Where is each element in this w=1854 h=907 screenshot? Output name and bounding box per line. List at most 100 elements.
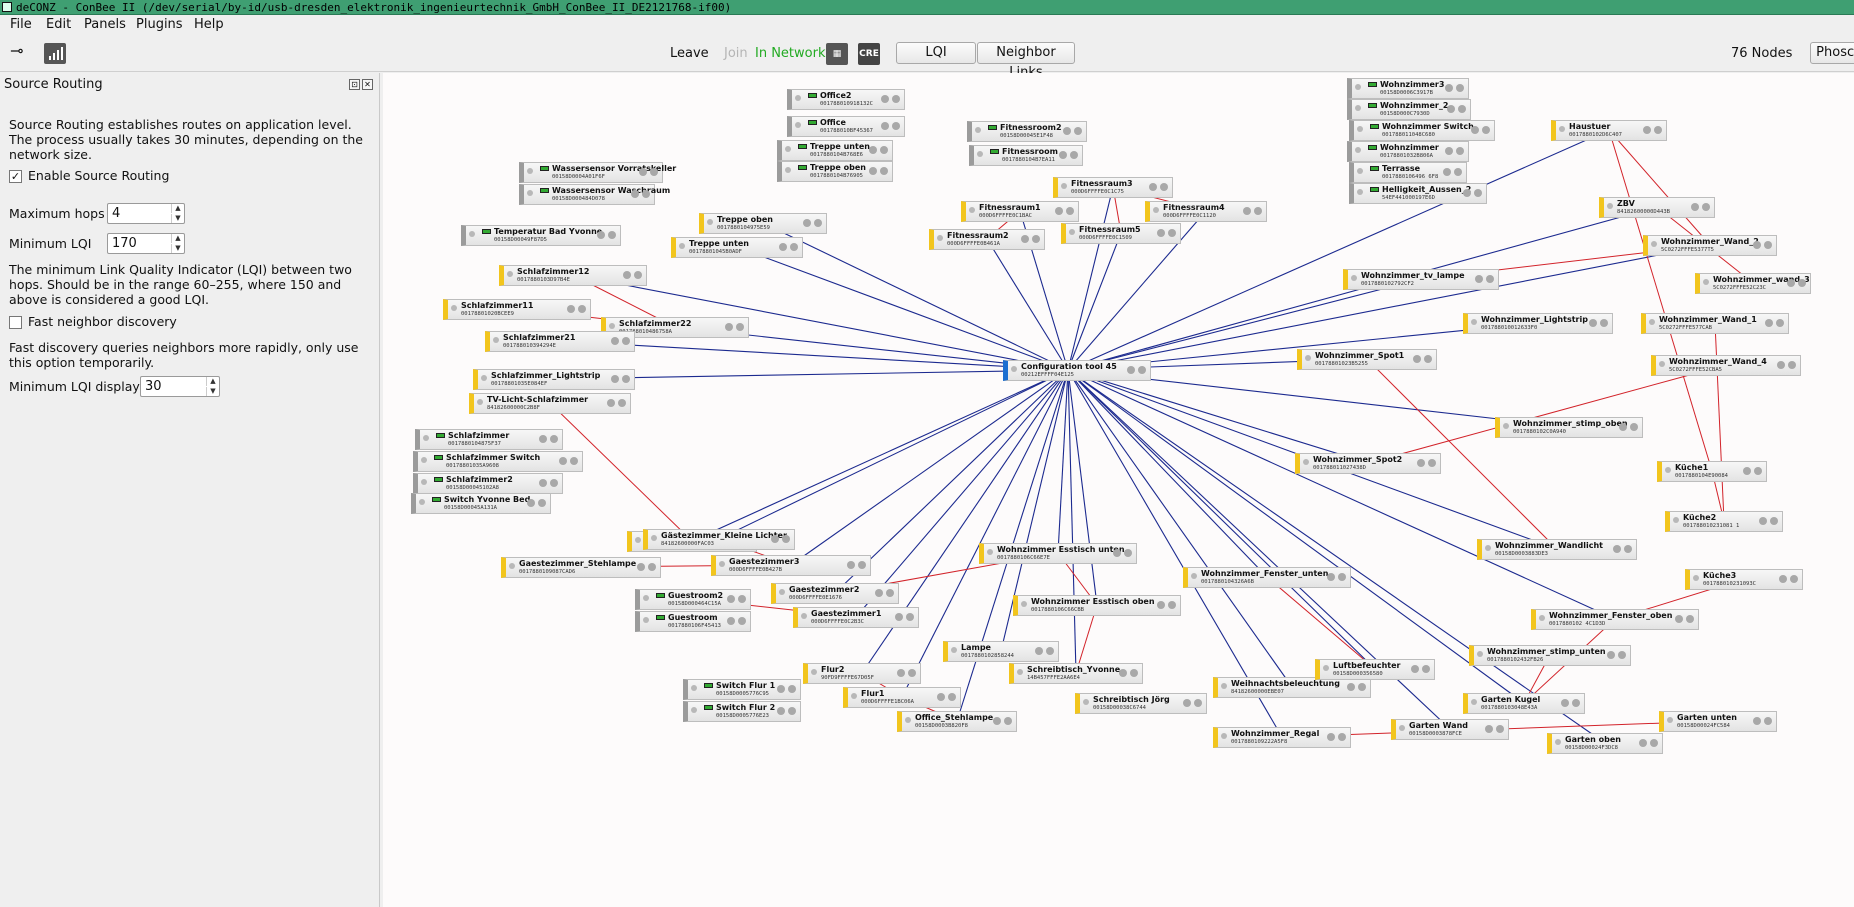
port-icon[interactable] [1445, 84, 1453, 92]
port-icon[interactable] [881, 122, 889, 130]
port-icon[interactable] [1759, 517, 1767, 525]
port-icon[interactable] [895, 613, 903, 621]
port-icon[interactable] [623, 271, 631, 279]
port-icon[interactable] [1066, 207, 1074, 215]
port-icon[interactable] [1619, 423, 1627, 431]
port-icon[interactable] [1765, 319, 1773, 327]
port-icon[interactable] [1764, 717, 1772, 725]
port-icon[interactable] [1443, 168, 1451, 176]
port-icon[interactable] [782, 535, 790, 543]
port-icon[interactable] [1411, 665, 1419, 673]
port-icon[interactable] [1643, 126, 1651, 134]
port-icon[interactable] [1119, 669, 1127, 677]
port-icon[interactable] [777, 685, 785, 693]
port-icon[interactable] [777, 707, 785, 715]
port-icon[interactable] [622, 337, 630, 345]
port-icon[interactable] [738, 617, 746, 625]
menu-file[interactable]: File [10, 17, 32, 32]
port-icon[interactable] [1243, 207, 1251, 215]
port-icon[interactable] [886, 589, 894, 597]
port-icon[interactable] [1675, 615, 1683, 623]
port-icon[interactable] [550, 479, 558, 487]
port-icon[interactable] [1776, 319, 1784, 327]
port-icon[interactable] [858, 561, 866, 569]
port-icon[interactable] [1691, 203, 1699, 211]
port-icon[interactable] [869, 167, 877, 175]
port-icon[interactable] [1779, 575, 1787, 583]
port-icon[interactable] [1482, 126, 1490, 134]
port-icon[interactable] [803, 219, 811, 227]
port-icon[interactable] [1035, 647, 1043, 655]
port-icon[interactable] [1445, 147, 1453, 155]
spin-up-icon[interactable]: ▲ [171, 204, 184, 213]
port-icon[interactable] [1613, 545, 1621, 553]
port-icon[interactable] [578, 305, 586, 313]
port-icon[interactable] [1454, 168, 1462, 176]
signal-strength-icon[interactable] [44, 43, 66, 64]
port-icon[interactable] [788, 685, 796, 693]
port-icon[interactable] [1338, 573, 1346, 581]
port-icon[interactable] [1463, 189, 1471, 197]
window-menu-icon[interactable] [2, 2, 12, 12]
port-icon[interactable] [727, 595, 735, 603]
port-icon[interactable] [1168, 229, 1176, 237]
min-lqi-spinbox[interactable]: 170 ▲ ▼ [107, 233, 185, 254]
port-icon[interactable] [539, 479, 547, 487]
port-icon[interactable] [771, 535, 779, 543]
port-icon[interactable] [538, 499, 546, 507]
port-icon[interactable] [650, 168, 658, 176]
port-icon[interactable] [618, 399, 626, 407]
port-icon[interactable] [1458, 105, 1466, 113]
port-icon[interactable] [1630, 423, 1638, 431]
port-icon[interactable] [1589, 319, 1597, 327]
port-icon[interactable] [993, 717, 1001, 725]
port-icon[interactable] [1770, 517, 1778, 525]
port-icon[interactable] [1138, 366, 1146, 374]
port-icon[interactable] [637, 563, 645, 571]
menu-edit[interactable]: Edit [46, 17, 72, 32]
port-icon[interactable] [1428, 459, 1436, 467]
permit-join-icon[interactable]: ▦ [826, 43, 848, 65]
port-icon[interactable] [539, 435, 547, 443]
port-icon[interactable] [881, 95, 889, 103]
port-icon[interactable] [1358, 683, 1366, 691]
port-icon[interactable] [937, 693, 945, 701]
port-icon[interactable] [869, 146, 877, 154]
port-icon[interactable] [1157, 601, 1165, 609]
port-icon[interactable] [1130, 669, 1138, 677]
port-icon[interactable] [1070, 151, 1078, 159]
spin-down-icon[interactable]: ▼ [206, 387, 219, 396]
join-button[interactable]: Join [724, 46, 748, 61]
